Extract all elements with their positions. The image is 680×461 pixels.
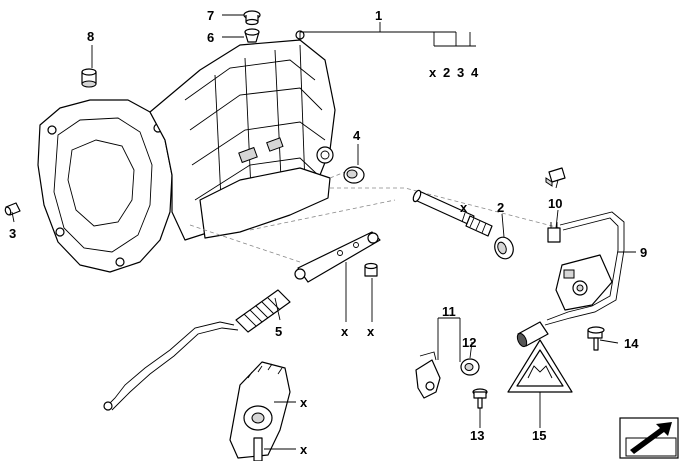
clip-part-10[interactable]	[545, 167, 566, 243]
bolt-part-14[interactable]	[587, 326, 605, 351]
seal-part-2[interactable]	[492, 235, 516, 262]
plug-part-6[interactable]	[244, 28, 260, 43]
ring-part-4[interactable]	[343, 166, 365, 184]
output-shaft[interactable]	[412, 189, 493, 237]
reference-lines	[189, 171, 561, 263]
callout-13: 13	[470, 428, 484, 443]
callout-12: 12	[462, 335, 476, 350]
callout-8: 8	[87, 29, 94, 44]
callout-15: 15	[532, 428, 546, 443]
cap-part-7[interactable]	[243, 10, 261, 26]
arrow-icon[interactable]	[619, 417, 679, 459]
kit-3: 3	[457, 65, 464, 80]
plug-part-8[interactable]	[81, 68, 97, 88]
callout-2: 2	[497, 200, 504, 215]
leader-lines	[11, 14, 636, 450]
bracket-x-upper: x	[300, 395, 308, 410]
kit-4: 4	[471, 65, 479, 80]
screw-part-13[interactable]	[472, 388, 488, 409]
grommet-part-12[interactable]	[460, 358, 480, 376]
callout-7: 7	[207, 8, 214, 23]
callout-5: 5	[275, 324, 282, 339]
callout-3: 3	[9, 226, 16, 241]
callout-6: 6	[207, 30, 214, 45]
callout-10: 10	[548, 196, 562, 211]
shift-cable-part-5[interactable]	[103, 289, 291, 411]
kit-x: x	[429, 65, 437, 80]
sensor-connector[interactable]	[515, 321, 549, 348]
pin-part-3[interactable]	[4, 202, 21, 216]
transmission-housing[interactable]	[37, 30, 336, 273]
kit-2: 2	[443, 65, 450, 80]
sensor-part-9[interactable]	[544, 211, 625, 326]
shaft-x: x	[460, 200, 468, 215]
callout-4: 4	[353, 128, 361, 143]
callout-14: 14	[624, 336, 639, 351]
selector-lever[interactable]	[294, 231, 381, 283]
lever-bolt[interactable]	[364, 262, 378, 277]
callout-11: 11	[442, 304, 456, 319]
callout-labels: 1 x 2 3 4 7 6 8 4 3 5 x 2 10 9 x x 11 12…	[9, 8, 647, 457]
shift-gate-bracket[interactable]	[229, 361, 291, 461]
bolt-x: x	[367, 324, 375, 339]
callout-1: 1	[375, 8, 382, 23]
bracket-x-lower: x	[300, 442, 308, 457]
lever-x: x	[341, 324, 349, 339]
callout-9: 9	[640, 245, 647, 260]
bracket-part-11[interactable]	[415, 351, 441, 399]
warning-label-part-15[interactable]	[507, 339, 573, 393]
